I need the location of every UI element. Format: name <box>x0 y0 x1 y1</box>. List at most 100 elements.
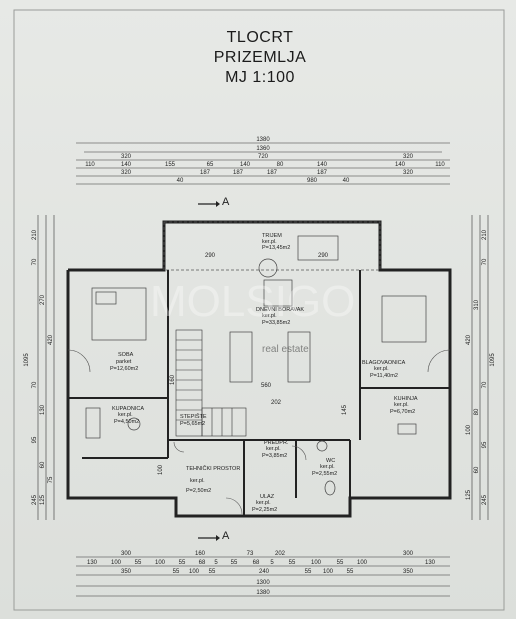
svg-text:ULAZ: ULAZ <box>260 494 275 500</box>
left-dim-5: 130 <box>40 404 46 415</box>
right-dim-8: 60 <box>474 466 480 473</box>
svg-text:P=11,40m2: P=11,40m2 <box>370 373 398 379</box>
fireplace <box>258 258 278 278</box>
inner-dim-3: 202 <box>271 400 282 406</box>
svg-text:BLAGOVAONICA: BLAGOVAONICA <box>362 360 406 366</box>
bot-dim-1380: 1380 <box>256 590 270 596</box>
right-dim-6: 100 <box>466 424 472 435</box>
chimney <box>263 279 293 307</box>
right-dim-2: 310 <box>474 299 480 310</box>
left-dim-1: 70 <box>32 258 38 265</box>
svg-text:TRIJEM: TRIJEM <box>262 233 282 239</box>
svg-text:ker.pl.: ker.pl. <box>262 239 277 245</box>
bot-dim-r1-3: 202 <box>275 551 286 557</box>
bot-dim-r3-6: 100 <box>323 569 334 575</box>
right-dimension-labels: 210 70 310 420 70 80 100 95 60 125 245 1… <box>466 229 496 505</box>
svg-text:P=33,85m2: P=33,85m2 <box>262 320 290 326</box>
svg-text:ker.pl.: ker.pl. <box>190 478 205 484</box>
bot-dim-r3-3: 55 <box>209 569 216 575</box>
top-dim-r4-6: 140 <box>317 162 328 168</box>
sofa-left <box>229 331 253 383</box>
left-dim-10: 245 <box>32 494 38 505</box>
bot-dim-r1-1: 160 <box>195 551 206 557</box>
svg-text:ker.pl.: ker.pl. <box>262 313 277 319</box>
door-swings <box>67 349 451 515</box>
inner-dim-5: 100 <box>158 464 164 475</box>
inner-dim-2: 560 <box>261 383 272 389</box>
title-line-2: PRIZEMLJA <box>213 49 307 66</box>
watermark-logo-text: MOLSIGO <box>150 277 355 326</box>
inner-dim-0: 290 <box>205 253 216 259</box>
inner-dimension-labels: 290 290 560 202 145 100 160 <box>158 253 348 475</box>
top-dim-r5-2: 187 <box>233 170 244 176</box>
top-dim-r4-3: 65 <box>207 162 214 168</box>
bot-dim-r2-1: 100 <box>111 560 122 566</box>
bot-dim-r2-6: 5 <box>214 560 218 566</box>
watermark: MOLSIGO real estate <box>150 277 355 355</box>
svg-text:DNEVNI BORAVAK: DNEVNI BORAVAK <box>256 307 304 313</box>
bottom-dimension-labels: 300 160 73 202 300 130 100 55 100 55 68 … <box>87 551 436 596</box>
svg-text:P=4,50m2: P=4,50m2 <box>114 419 139 425</box>
bath-sink <box>127 417 141 431</box>
svg-text:WC: WC <box>326 458 335 464</box>
terrace-table <box>297 235 339 261</box>
room-wc: WC ker.pl. P=2,55m2 <box>312 458 337 477</box>
terrace-outline <box>163 221 381 271</box>
right-dim-4: 70 <box>482 381 488 388</box>
svg-text:ker.pl.: ker.pl. <box>320 464 335 470</box>
room-tehnicki-prostor: TEHNIČKI PROSTOR ker.pl. P=2,50m2 <box>186 465 240 494</box>
section-markers: A A <box>198 196 230 542</box>
wc-sink <box>316 440 328 452</box>
right-dim-1: 70 <box>482 258 488 265</box>
top-dim-r5-5: 320 <box>403 170 414 176</box>
top-dimension-labels: 1380 1360 320 720 320 110 140 155 65 140… <box>85 137 445 184</box>
room-blagovaonica: BLAGOVAONICA ker.pl. P=11,40m2 <box>362 360 406 379</box>
bot-dim-r2-4: 55 <box>179 560 186 566</box>
sofa-right <box>287 331 311 383</box>
top-dim-r5-1: 187 <box>200 170 211 176</box>
room-labels: TRIJEM ker.pl. P=13,45m2 DNEVNI BORAVAK … <box>110 233 418 513</box>
bot-dim-r2-0: 130 <box>87 560 98 566</box>
sheet-border <box>13 9 505 611</box>
bot-dim-r3-8: 350 <box>403 569 414 575</box>
svg-text:TEHNIČKI PROSTOR: TEHNIČKI PROSTOR <box>186 465 240 472</box>
inner-dim-1: 290 <box>318 253 329 259</box>
svg-text:SOBA: SOBA <box>118 352 134 358</box>
title-line-1: TLOCRT <box>226 29 294 46</box>
svg-text:parket: parket <box>116 359 132 365</box>
left-dimension-labels: 210 70 270 420 70 130 95 60 75 125 245 1… <box>24 229 54 505</box>
room-stepiste: STEPIŠTE P=5,65m2 <box>180 413 207 427</box>
bot-dim-r3-1: 55 <box>173 569 180 575</box>
top-dim-r6-1: 980 <box>307 178 318 184</box>
svg-text:P=2,55m2: P=2,55m2 <box>312 471 337 477</box>
top-dim-r4-8: 110 <box>435 162 445 168</box>
svg-text:P=5,65m2: P=5,65m2 <box>180 421 205 427</box>
dining-table <box>381 295 427 343</box>
bot-dim-r1-4: 300 <box>403 551 414 557</box>
right-dimension-lines <box>471 215 489 520</box>
staircase <box>175 329 247 437</box>
left-dim-7: 60 <box>40 461 46 468</box>
plan-title: TLOCRT PRIZEMLJA MJ 1:100 <box>190 28 330 88</box>
left-dim-8: 75 <box>48 476 54 483</box>
svg-text:P=12,60m2: P=12,60m2 <box>110 366 138 372</box>
top-dim-320b: 320 <box>403 154 414 160</box>
bot-dim-r2-14: 130 <box>425 560 436 566</box>
bot-dim-r2-8: 68 <box>253 560 260 566</box>
top-dim-r4-5: 80 <box>277 162 284 168</box>
svg-text:P=13,45m2: P=13,45m2 <box>262 245 290 251</box>
bot-dim-r2-9: 5 <box>270 560 274 566</box>
svg-text:P=2,50m2: P=2,50m2 <box>186 488 211 494</box>
top-dim-r4-4: 140 <box>240 162 251 168</box>
bot-dim-1300: 1300 <box>256 580 270 586</box>
top-dim-1360: 1360 <box>256 146 270 152</box>
bot-dim-r2-11: 100 <box>311 560 322 566</box>
inner-dim-4: 145 <box>342 404 348 415</box>
right-dim-11: 1095 <box>490 353 496 367</box>
svg-text:PREDPR.: PREDPR. <box>264 440 289 446</box>
top-dim-r4-0: 110 <box>85 162 95 168</box>
svg-text:KUPAONICA: KUPAONICA <box>112 406 144 412</box>
top-dim-r6-0: 40 <box>177 178 184 184</box>
svg-text:ker.pl.: ker.pl. <box>266 446 281 452</box>
